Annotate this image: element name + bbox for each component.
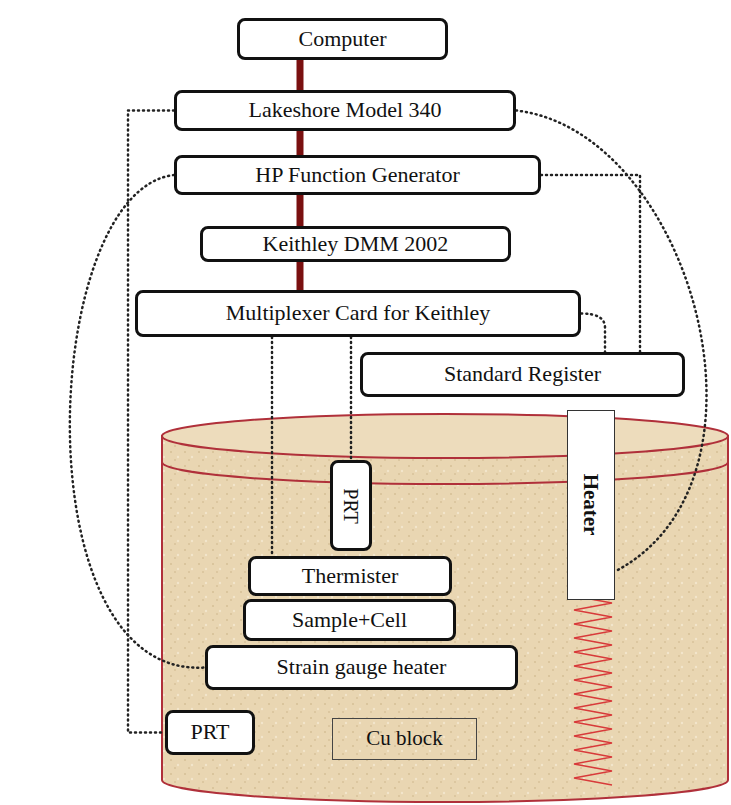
box-label: Sample+Cell — [292, 608, 407, 632]
dotted-wire — [271, 337, 274, 556]
dotted-wire — [70, 175, 205, 668]
computer-box: Computer — [237, 18, 448, 60]
cylinder-band — [162, 462, 728, 484]
controller-box: Lakeshore Model 340 — [174, 90, 516, 131]
thermistor-box: Thermister — [248, 556, 452, 596]
box-label: Heater — [579, 474, 602, 536]
copper-block-box: Cu block — [332, 718, 477, 760]
box-label: Thermister — [302, 564, 399, 588]
box-label: Lakeshore Model 340 — [248, 98, 441, 122]
bus-connector — [297, 60, 304, 90]
function-generator-box: HP Function Generator — [174, 155, 541, 195]
box-label: PRT — [340, 488, 362, 523]
sample-cell-box: Sample+Cell — [243, 599, 456, 641]
cylinder-body — [162, 436, 728, 802]
strain-heater-box: Strain gauge heater — [205, 645, 518, 690]
box-label: Cu block — [366, 727, 442, 750]
box-label: Computer — [299, 27, 387, 51]
bus-connector — [297, 195, 304, 226]
cylinder-top — [162, 414, 728, 458]
bus-connector — [297, 262, 304, 290]
multimeter-box: Keithley DMM 2002 — [200, 226, 511, 262]
dotted-wire — [128, 111, 174, 733]
box-label: Standard Register — [444, 362, 601, 386]
dotted-wire — [581, 314, 605, 353]
box-label: Keithley DMM 2002 — [263, 232, 449, 256]
box-label: Strain gauge heater — [277, 655, 447, 679]
heater-box: Heater — [567, 410, 615, 600]
box-label: Multiplexer Card for Keithley — [226, 301, 491, 325]
box-label: PRT — [190, 720, 229, 744]
thermometer-box: PRT — [330, 460, 372, 551]
dotted-wire — [350, 337, 353, 460]
bus-connector — [297, 131, 304, 155]
multiplexer-box: Multiplexer Card for Keithley — [135, 290, 581, 337]
thermometer-box: PRT — [165, 710, 255, 755]
box-label: HP Function Generator — [255, 163, 459, 187]
resistor-box: Standard Register — [360, 352, 685, 397]
